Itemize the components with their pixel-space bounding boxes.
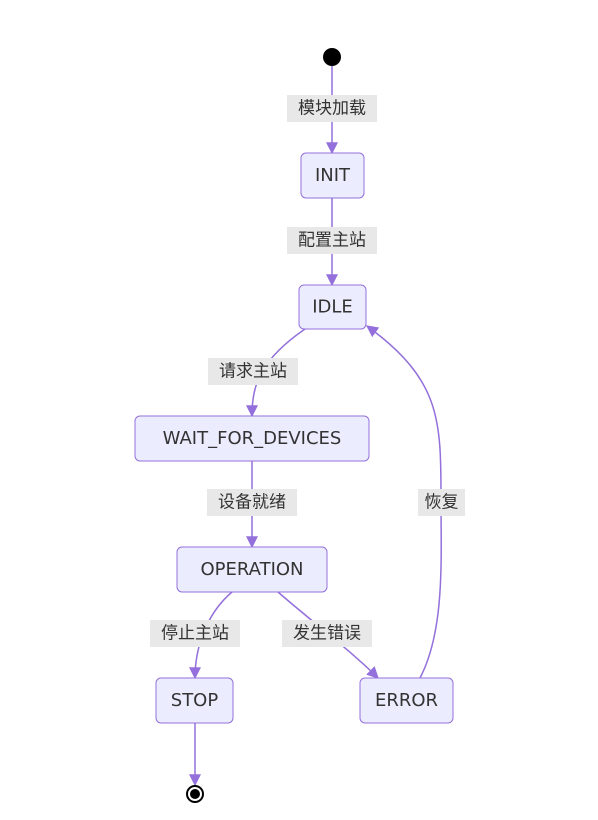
state-wait-for-devices[interactable]: WAIT_FOR_DEVICES (134, 415, 370, 462)
state-error[interactable]: ERROR (359, 677, 454, 724)
state-idle[interactable]: IDLE (298, 284, 367, 330)
svg-text:模块加载: 模块加载 (298, 99, 366, 119)
svg-text:设备就绪: 设备就绪 (218, 493, 286, 513)
state-stop[interactable]: STOP (155, 677, 234, 724)
svg-text:发生错误: 发生错误 (293, 624, 361, 644)
edge-label-init-to-idle: 配置主站 (287, 227, 377, 254)
edge-label-operation-to-stop: 停止主站 (150, 620, 240, 647)
edge-label-idle-to-wait: 请求主站 (208, 358, 298, 385)
svg-text:恢复: 恢复 (425, 493, 459, 513)
end-node (186, 785, 204, 803)
edge-label-operation-to-error: 发生错误 (282, 620, 372, 647)
state-stop-label: STOP (171, 690, 219, 711)
svg-text:配置主站: 配置主站 (298, 231, 366, 251)
state-wait-for-devices-label: WAIT_FOR_DEVICES (163, 428, 342, 449)
edge-label-error-to-idle: 恢复 (418, 489, 465, 516)
start-node (323, 48, 341, 66)
svg-text:请求主站: 请求主站 (219, 362, 287, 382)
state-idle-label: IDLE (312, 297, 353, 318)
svg-text:停止主站: 停止主站 (161, 624, 229, 644)
state-init-label: INIT (315, 165, 351, 186)
edge-label-start-to-init: 模块加载 (287, 95, 377, 122)
state-error-label: ERROR (375, 690, 438, 711)
edge-label-wait-to-operation: 设备就绪 (207, 489, 297, 516)
state-operation-label: OPERATION (200, 559, 303, 580)
state-operation[interactable]: OPERATION (176, 546, 328, 593)
state-init[interactable]: INIT (300, 152, 365, 199)
